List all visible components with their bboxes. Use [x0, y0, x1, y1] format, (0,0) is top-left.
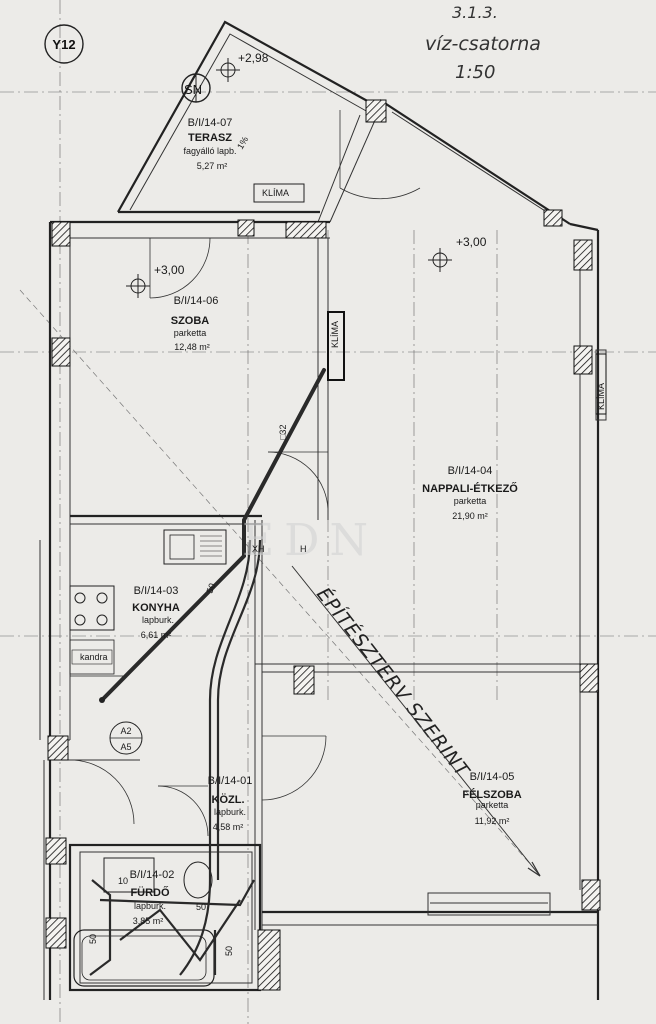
level-nappali: +3,00	[456, 235, 487, 249]
pipes	[89, 368, 326, 976]
room-felszoba: B/I/14-05 FÉLSZOBA parketta 11,92 m²	[462, 771, 521, 826]
klima-units	[253, 183, 607, 415]
room-floor: parketta	[476, 800, 509, 810]
pipe-dim-4: 50	[88, 934, 98, 944]
room-floor: fagyálló lapb.	[183, 146, 236, 156]
kitchen-fixtures	[69, 529, 227, 677]
room-code: B/I/14-01	[208, 775, 253, 787]
room-code: B/I/14-03	[134, 585, 179, 597]
level-terrace: +2,98	[238, 51, 269, 65]
room-name: NAPPALI-ÉTKEZŐ	[422, 482, 518, 495]
kitchen-hood	[71, 649, 113, 665]
room-code: B/I/14-04	[448, 465, 493, 477]
room-area: 21,90 m²	[452, 511, 488, 521]
watermark: EDN	[242, 515, 378, 566]
klima-szoba: KLÍMA	[330, 321, 340, 348]
shaft-label: H	[300, 544, 307, 554]
tag-a5: A5	[120, 742, 131, 752]
room-area: 11,92 m²	[475, 816, 510, 826]
num-10: 10	[118, 876, 128, 886]
room-nappali: B/I/14-04 NAPPALI-ÉTKEZŐ parketta 21,90 …	[422, 465, 518, 521]
room-furdo: B/I/14-02 FÜRDŐ lapburk. 3,85 m²	[130, 869, 175, 926]
doors	[69, 110, 421, 837]
room-area: 6,61 m²	[141, 630, 172, 640]
shaft-note: XH	[252, 544, 265, 554]
klima-terrace: KLÍMA	[262, 188, 289, 198]
room-name: FÜRDŐ	[130, 886, 170, 899]
walls	[39, 20, 607, 1000]
north-label: SN	[184, 82, 202, 97]
level-szoba: +3,00	[154, 263, 185, 277]
room-area: 12,48 m²	[174, 342, 210, 352]
room-terasz: B/I/14-07 TERASZ fagyálló lapb. 5,27 m²	[183, 117, 236, 171]
grid-label: Y12	[52, 37, 75, 52]
room-szoba: B/I/14-06 SZOBA parketta 12,48 m²	[171, 295, 219, 352]
drawing-scale: 1:50	[455, 62, 495, 83]
room-floor: parketta	[174, 328, 207, 338]
drawing-title: víz-csatorna	[425, 33, 541, 55]
room-code: B/I/14-05	[470, 771, 515, 783]
columns	[45, 99, 601, 991]
klima-nappali: KLÍMA	[596, 383, 606, 410]
tag-circle	[109, 721, 143, 755]
room-code: B/I/14-07	[188, 117, 233, 129]
room-name: SZOBA	[171, 315, 210, 327]
room-area: 3,85 m²	[133, 916, 164, 926]
room-area: 5,27 m²	[197, 161, 228, 171]
room-floor: lapburk.	[214, 807, 246, 817]
tag-a2: A2	[120, 726, 131, 736]
hood-label: kandra	[80, 652, 108, 662]
room-kozl: B/I/14-01 KÖZL. lapburk. 4,58 m²	[208, 775, 253, 832]
room-code: B/I/14-02	[130, 869, 175, 881]
room-name: TERASZ	[188, 132, 232, 144]
room-floor: parketta	[454, 496, 487, 506]
room-name: FÉLSZOBA	[462, 788, 521, 801]
room-floor: lapburk.	[142, 615, 174, 625]
pipe-dim-3: 50	[224, 946, 234, 956]
north-arrow	[181, 73, 211, 103]
room-name: KONYHA	[132, 602, 180, 614]
size-32: □32	[278, 425, 288, 440]
drawing-number: 3.1.3.	[452, 3, 498, 22]
level-markers	[126, 58, 452, 298]
room-floor: lapburk.	[134, 901, 166, 911]
room-name: KÖZL.	[212, 793, 245, 806]
room-konyha: B/I/14-03 KONYHA lapburk. 6,61 m²	[132, 585, 180, 640]
room-code: B/I/14-06	[174, 295, 219, 307]
room-area: 4,58 m²	[213, 822, 244, 832]
grid-bubble: Y12	[44, 24, 84, 64]
pipe-dim-2: 50	[196, 902, 206, 912]
pipe-dim-1: 50	[204, 582, 217, 595]
